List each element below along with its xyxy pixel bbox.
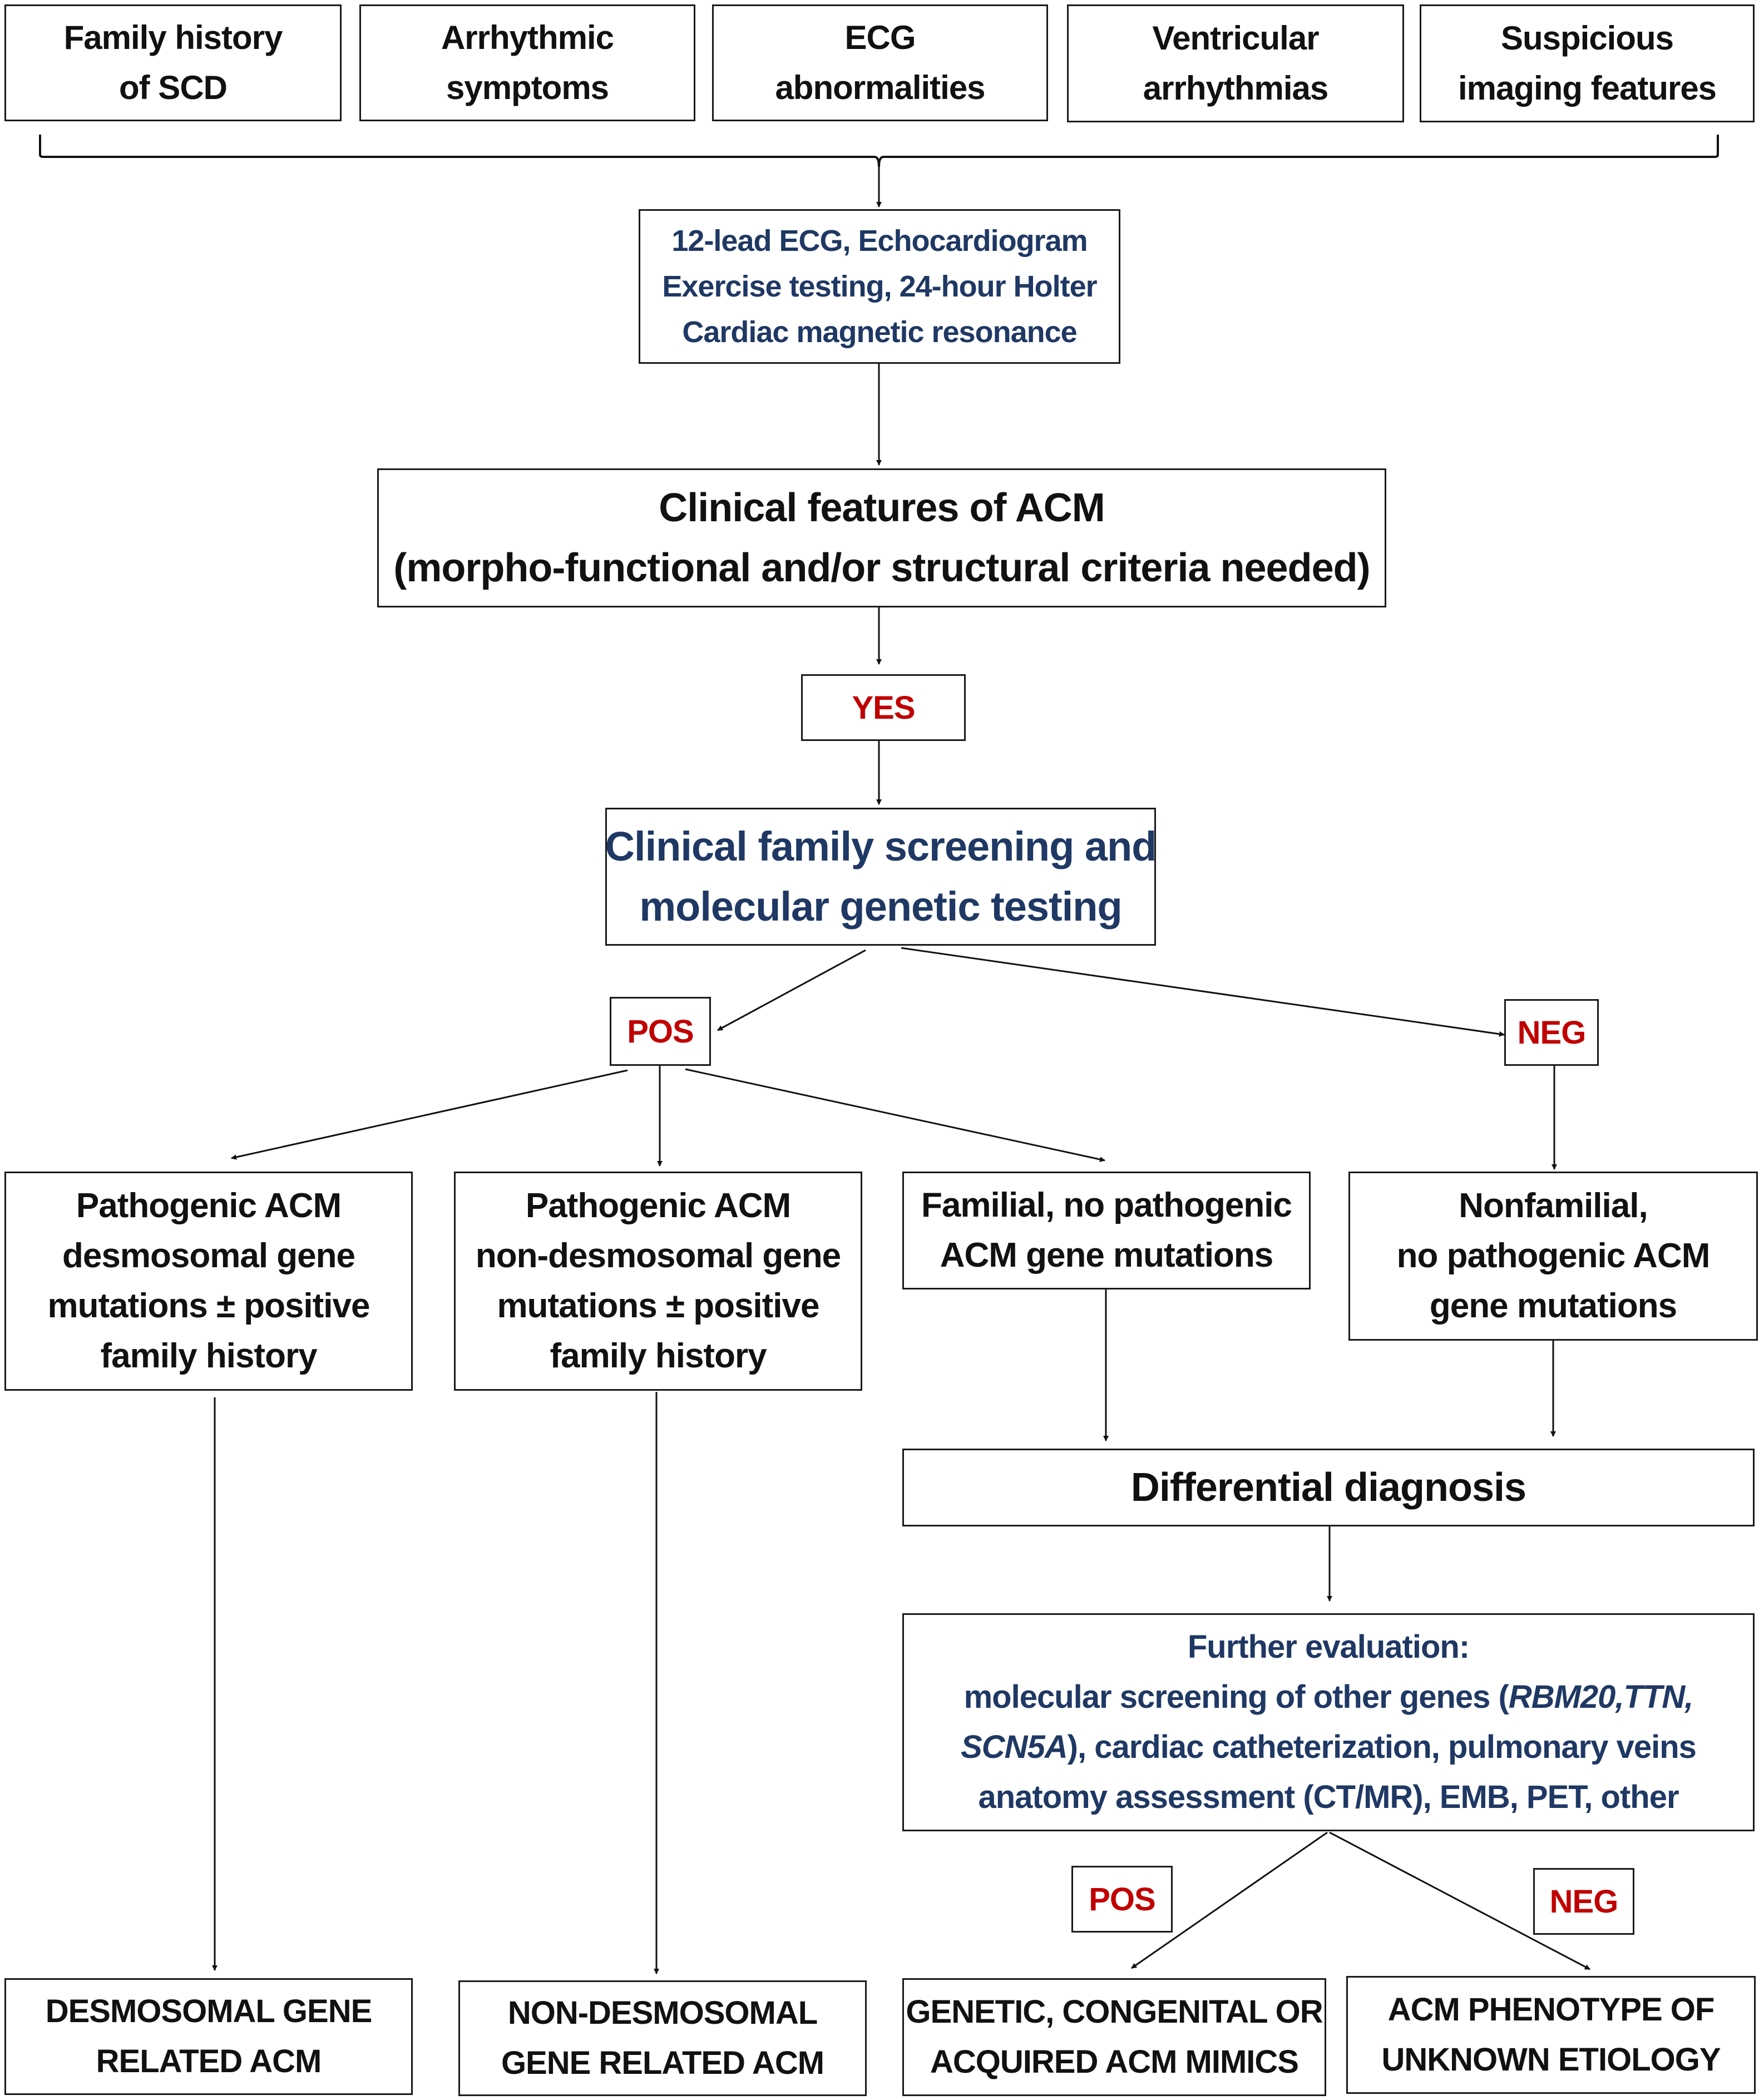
screening-line2: molecular genetic testing [639, 883, 1122, 930]
arrow-pos-to-desmosomal [231, 1069, 628, 1160]
eval-neg-label-box: NEG [1533, 1868, 1634, 1935]
outcome-unknown-etiology-box: ACM PHENOTYPE OF UNKNOWN ETIOLOGY [1346, 1976, 1756, 2094]
yes-label: YES [852, 689, 915, 726]
trigger-arrhythmic-symptoms-box: Arrhythmic symptoms [359, 4, 695, 121]
initial-tests-line2: Exercise testing, 24-hour Holter [662, 270, 1097, 303]
desmosomal-mutations-box: Pathogenic ACM desmosomal gene mutations… [4, 1172, 413, 1391]
outcome-mimics-line1: GENETIC, CONGENITAL OR [906, 1994, 1323, 2030]
outcome-non-desmosomal-line1: NON-DESMOSOMAL [507, 1995, 818, 2031]
outcome-desmosomal-box: DESMOSOMAL GENE RELATED ACM [4, 1978, 413, 2095]
further-eval-line2-prefix: molecular screening of other genes ( [964, 1679, 1509, 1715]
screening-line1: Clinical family screening and [605, 823, 1157, 869]
further-eval-line4: anatomy assessment (CT/MR), EMB, PET, ot… [978, 1779, 1679, 1815]
genetic-neg-label-box: NEG [1504, 999, 1599, 1066]
trigger-suspicious-imaging-line2: imaging features [1457, 70, 1717, 107]
non-desmosomal-line3: mutations ± positive [497, 1287, 820, 1325]
trigger-ecg-abnormalities-box: ECG abnormalities [712, 4, 1048, 121]
nonfamilial-no-mutation-box: Nonfamilial, no pathogenic ACM gene muta… [1348, 1172, 1758, 1341]
trigger-arrhythmic-symptoms-line1: Arrhythmic [441, 19, 614, 56]
yes-label-box: YES [801, 674, 966, 741]
arrow-screening-to-pos [717, 949, 866, 1031]
trigger-ventricular-arrhythmias-line2: arrhythmias [1143, 70, 1328, 107]
arrow-pos-to-familial [685, 1068, 1105, 1162]
nonfamilial-line1: Nonfamilial, [1459, 1187, 1648, 1225]
desmosomal-line1: Pathogenic ACM [76, 1187, 342, 1225]
nonfamilial-line3: gene mutations [1429, 1287, 1677, 1325]
further-eval-genes-italic-1: RBM20,TTN, [1508, 1679, 1694, 1715]
trigger-ecg-abnormalities-line1: ECG [844, 19, 916, 56]
outcome-mimics-line2: ACQUIRED ACM MIMICS [930, 2044, 1299, 2080]
trigger-family-history-line2: of SCD [119, 69, 228, 106]
familial-no-mutation-box: Familial, no pathogenic ACM gene mutatio… [902, 1172, 1311, 1289]
trigger-suspicious-imaging-line1: Suspicious [1500, 19, 1674, 57]
outcome-mimics-box: GENETIC, CONGENITAL OR ACQUIRED ACM MIMI… [902, 1978, 1326, 2096]
initial-tests-line3: Cardiac magnetic resonance [682, 315, 1077, 349]
trigger-ventricular-arrhythmias-box: Ventricular arrhythmias [1067, 4, 1404, 122]
trigger-bracket [39, 135, 1719, 167]
initial-tests-line1: 12-lead ECG, Echocardiogram [671, 224, 1088, 258]
outcome-desmosomal-line1: DESMOSOMAL GENE [45, 1993, 373, 2029]
differential-diagnosis-text: Differential diagnosis [1130, 1465, 1526, 1510]
non-desmosomal-mutations-box: Pathogenic ACM non-desmosomal gene mutat… [454, 1172, 862, 1391]
non-desmosomal-line1: Pathogenic ACM [525, 1187, 791, 1225]
desmosomal-line3: mutations ± positive [47, 1287, 370, 1325]
further-eval-genes-italic-2: SCN5A [961, 1729, 1068, 1765]
desmosomal-line2: desmosomal gene [62, 1237, 355, 1275]
non-desmosomal-line2: non-desmosomal gene [475, 1237, 841, 1275]
further-evaluation-box: Further evaluation: molecular screening … [902, 1613, 1755, 1831]
clinical-features-line1: Clinical features of ACM [659, 486, 1105, 530]
outcome-desmosomal-line2: RELATED ACM [96, 2043, 322, 2079]
trigger-ecg-abnormalities-line2: abnormalities [775, 69, 985, 106]
outcome-unknown-line2: UNKNOWN ETIOLOGY [1381, 2042, 1721, 2078]
desmosomal-line4: family history [100, 1337, 317, 1375]
further-eval-line2: molecular screening of other genes (RBM2… [964, 1672, 1694, 1722]
genetic-neg-label: NEG [1517, 1014, 1587, 1051]
clinical-features-box: Clinical features of ACM (morpho-functio… [377, 468, 1386, 607]
further-eval-line1: Further evaluation: [1187, 1629, 1470, 1665]
non-desmosomal-line4: family history [550, 1337, 767, 1375]
outcome-non-desmosomal-box: NON-DESMOSOMAL GENE RELATED ACM [458, 1980, 867, 2096]
familial-line2: ACM gene mutations [940, 1236, 1274, 1274]
trigger-family-history-box: Family history of SCD [4, 4, 342, 121]
genetic-pos-label: POS [627, 1013, 694, 1050]
nonfamilial-line2: no pathogenic ACM [1396, 1237, 1711, 1275]
genetic-pos-label-box: POS [610, 997, 711, 1066]
arrow-screening-to-neg [901, 947, 1505, 1037]
further-eval-line3-suffix: ), cardiac catheterization, pulmonary ve… [1067, 1729, 1697, 1765]
trigger-suspicious-imaging-box: Suspicious imaging features [1420, 4, 1755, 122]
outcome-non-desmosomal-line2: GENE RELATED ACM [501, 2045, 824, 2081]
trigger-ventricular-arrhythmias-line1: Ventricular [1152, 19, 1319, 57]
arrow-eval-to-mimics [1131, 1831, 1328, 1969]
differential-diagnosis-box: Differential diagnosis [902, 1449, 1755, 1526]
familial-line1: Familial, no pathogenic [921, 1186, 1292, 1224]
trigger-arrhythmic-symptoms-line2: symptoms [446, 69, 609, 106]
initial-tests-box: 12-lead ECG, Echocardiogram Exercise tes… [639, 209, 1120, 364]
eval-pos-label: POS [1089, 1881, 1155, 1918]
clinical-features-line2: (morpho-functional and/or structural cri… [393, 546, 1370, 590]
screening-genetic-testing-box: Clinical family screening and molecular … [605, 808, 1157, 946]
eval-pos-label-box: POS [1071, 1866, 1173, 1933]
outcome-unknown-line1: ACM PHENOTYPE OF [1387, 1992, 1715, 2028]
further-eval-line3: SCN5A), cardiac catheterization, pulmona… [961, 1722, 1697, 1772]
eval-neg-label: NEG [1549, 1883, 1619, 1920]
arrow-eval-to-unknown [1329, 1831, 1590, 1970]
trigger-family-history-line1: Family history [63, 19, 283, 56]
